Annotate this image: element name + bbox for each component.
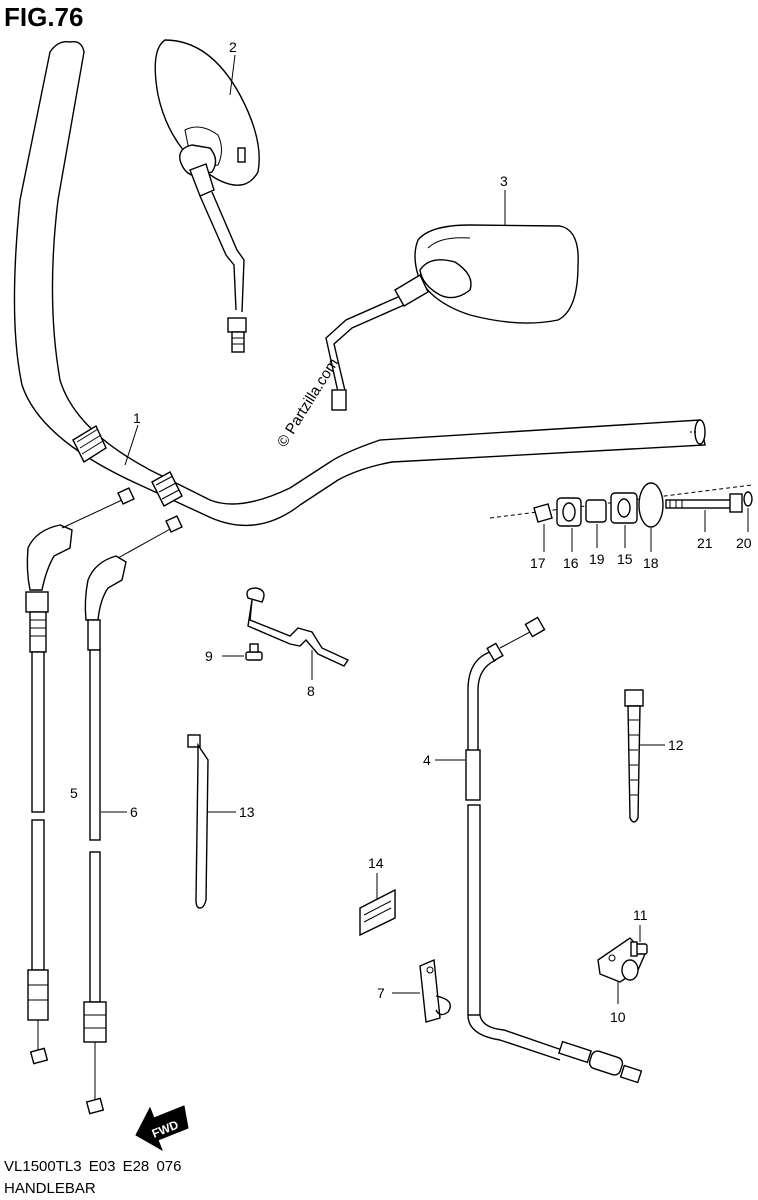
section-name: HANDLEBAR (4, 1180, 96, 1197)
callout-10: 10 (610, 1009, 626, 1025)
washer-18[interactable] (638, 482, 664, 528)
knurl-left (72, 424, 107, 464)
callout-12: 12 (668, 737, 684, 753)
handlebar[interactable] (13, 41, 706, 527)
callout-21: 21 (697, 535, 713, 551)
callout-2: 2 (229, 39, 237, 55)
bracket-8[interactable] (246, 587, 350, 667)
forward-arrow: FWD (135, 1105, 189, 1152)
bolt-11[interactable] (630, 941, 648, 957)
callout-8: 8 (307, 683, 315, 699)
collar-19[interactable] (585, 499, 607, 523)
callout-6: 6 (130, 804, 138, 820)
callout-14: 14 (368, 855, 384, 871)
callout-15: 15 (617, 551, 633, 567)
knurl-right (151, 471, 183, 507)
callout-11: 11 (633, 907, 648, 923)
clutch-cable-4[interactable] (465, 616, 643, 1084)
callout-3: 3 (500, 173, 508, 189)
callout-7: 7 (377, 985, 385, 1001)
clamp-7[interactable] (419, 958, 451, 1023)
mirror-right[interactable] (325, 224, 579, 411)
holder-assembly (489, 482, 753, 528)
bushing-16[interactable] (556, 497, 582, 527)
callout-18: 18 (643, 555, 659, 571)
washer-20[interactable] (743, 491, 753, 507)
mirror-left[interactable] (154, 39, 260, 353)
callout-19: 19 (589, 551, 605, 567)
callout-20: 20 (736, 535, 752, 551)
callout-13: 13 (239, 804, 255, 820)
callout-4: 4 (423, 752, 431, 768)
callout-1: 1 (133, 410, 141, 426)
callout-9: 9 (205, 648, 213, 664)
label-14[interactable] (359, 888, 396, 937)
callout-5: 5 (70, 785, 78, 801)
nut-17[interactable] (533, 503, 553, 523)
callout-17: 17 (530, 555, 546, 571)
throttle-cable-6[interactable] (83, 515, 183, 1115)
figure-title: FIG.76 (4, 2, 84, 32)
cable-tie-12[interactable] (624, 689, 644, 823)
bolt-21[interactable] (665, 493, 743, 513)
cable-tie-13[interactable] (187, 734, 209, 909)
screw-9[interactable] (245, 643, 263, 661)
throttle-cable-5[interactable] (25, 487, 135, 1065)
callout-16: 16 (563, 555, 579, 571)
bushing-15[interactable] (610, 492, 638, 524)
model-code: VL1500TL3 E03 E28 076 (4, 1158, 182, 1175)
